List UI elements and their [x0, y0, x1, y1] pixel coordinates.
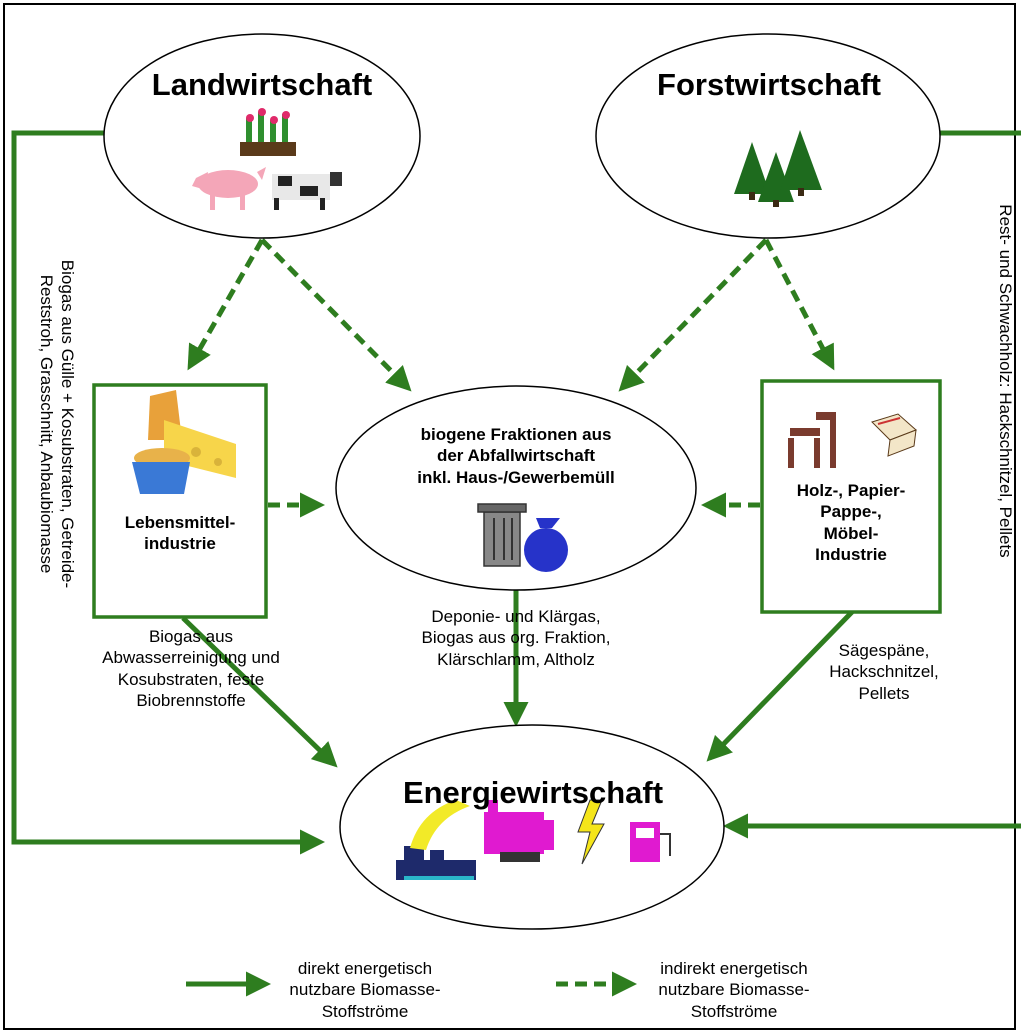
flow-abfall-line-3: Klärschlamm, Altholz [437, 649, 595, 669]
legend-indirect-label: indirekt energetisch nutzbare Biomasse- … [636, 958, 832, 1022]
book-icon [871, 413, 917, 457]
node-landwirtschaft-label: Landwirtschaft [151, 67, 373, 102]
diagram-frame [3, 3, 1016, 1030]
plants-icon [240, 108, 296, 156]
fuel-pump-icon [630, 822, 671, 862]
flow-abfall-line-1: Deponie- und Klärgas, [431, 607, 601, 626]
power-plant-icon [484, 800, 554, 862]
dash-forst-to-holz [763, 238, 835, 371]
node-abfall-line-1: biogene Fraktionen aus [420, 425, 612, 444]
flow-holz-line-2: Hackschnitzel, [829, 662, 939, 682]
legend-indirect-line-2: nutzbare Biomasse- [658, 980, 810, 1000]
node-holz-line-2: Pappe-, [820, 502, 882, 522]
arrow-lebensmittel-to-energie [181, 616, 338, 768]
flow-holz-line-1: Sägespäne, [838, 641, 930, 660]
node-holz-line-4: Industrie [815, 544, 887, 564]
flow-lebensmittel-line-4: Biobrennstoffe [136, 690, 246, 710]
node-abfall-line-2: der Abfallwirtschaft [436, 446, 596, 466]
node-forstwirtschaft [595, 33, 941, 239]
node-abfall-line-3: inkl. Haus-/Gewerbemüll [417, 467, 615, 487]
node-abfall-label: biogene Fraktionen aus der Abfallwirtsch… [356, 424, 676, 488]
node-holz [760, 379, 942, 614]
flow-right-vertical-label: Rest- und Schwachholz: Hackschnitzel, Pe… [996, 204, 1015, 558]
dash-forst-to-abfall [618, 238, 768, 392]
node-lebensmittel [92, 383, 268, 619]
dash-land-to-abfall [260, 238, 412, 392]
legend-indirect-line-3: Stoffströme [690, 1001, 778, 1021]
arrow-holz-to-energie [706, 610, 854, 762]
flow-abfall-line-2: Biogas aus org. Fraktion, [421, 628, 611, 648]
node-abfall [335, 385, 697, 591]
chair-icon [788, 412, 836, 468]
flow-holz-line-3: Pellets [858, 683, 910, 703]
legend-direct-line-1: direkt energetisch [297, 959, 433, 978]
garbage-bag-icon [524, 518, 568, 572]
lightning-icon [577, 799, 605, 865]
trash-can-icon [477, 503, 527, 567]
flow-holz-label: Sägespäne, Hackschnitzel, Pellets [784, 640, 984, 704]
flow-lebensmittel-line-1: Biogas aus [148, 627, 234, 646]
dash-land-to-lebensmittel [187, 238, 265, 371]
flow-abfall-label: Deponie- und Klärgas, Biogas aus org. Fr… [382, 606, 650, 670]
flow-left-vertical-line-1: Biogas aus Gülle + Kosubstraten, Getreid… [58, 259, 77, 589]
cheese-bowl-icon [132, 390, 236, 494]
legend-direct-line-3: Stoffströme [321, 1001, 409, 1021]
flow-lebensmittel-line-2: Abwasserreinigung und [102, 648, 280, 668]
node-holz-label: Holz-, Papier- Pappe-, Möbel- Industrie [764, 480, 938, 565]
pig-icon [192, 167, 266, 210]
node-holz-line-1: Holz-, Papier- [796, 481, 906, 500]
node-energie-label: Energiewirtschaft [402, 775, 664, 810]
node-lebensmittel-line-1: Lebensmittel- [124, 513, 236, 532]
left-bypass-arrow [11, 130, 325, 855]
node-holz-line-3: Möbel- [823, 523, 879, 543]
flow-left-vertical-line-2: Reststroh, Grasschnitt, Anbaubiomasse [36, 274, 56, 574]
legend-direct-line-2: nutzbare Biomasse- [289, 980, 441, 1000]
trees-icon [734, 130, 822, 207]
cow-icon [272, 172, 342, 210]
legend-indirect-line-1: indirekt energetisch [660, 959, 808, 978]
node-forstwirtschaft-label: Forstwirtschaft [657, 67, 881, 102]
legend-direct-label: direkt energetisch nutzbare Biomasse- St… [270, 958, 460, 1022]
node-lebensmittel-line-2: industrie [144, 534, 216, 554]
factory-icon [396, 800, 476, 880]
flow-left-vertical-label: Biogas aus Gülle + Kosubstraten, Getreid… [36, 144, 79, 704]
flow-lebensmittel-label: Biogas aus Abwasserreinigung und Kosubst… [46, 626, 336, 711]
flow-lebensmittel-line-3: Kosubstraten, feste [117, 669, 265, 689]
node-lebensmittel-label: Lebensmittel- industrie [96, 512, 264, 555]
